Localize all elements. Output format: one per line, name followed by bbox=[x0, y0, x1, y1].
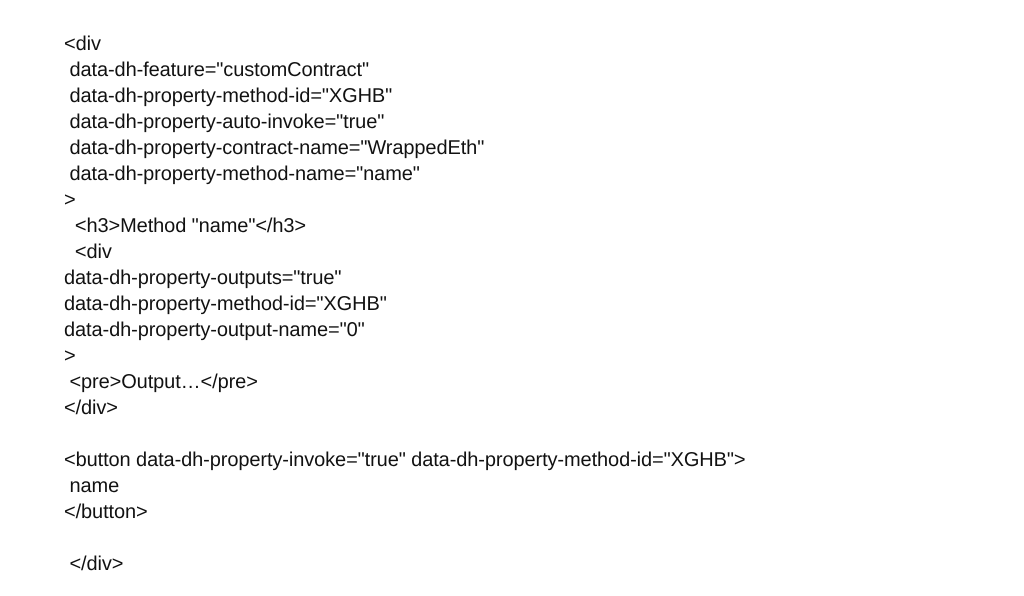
code-line: </div> bbox=[64, 397, 118, 419]
code-line-blank bbox=[64, 525, 1004, 551]
code-line: <button data-dh-property-invoke="true" d… bbox=[64, 449, 746, 471]
code-line: data-dh-property-method-id="XGHB" bbox=[64, 85, 393, 107]
code-line: > bbox=[64, 189, 76, 211]
code-line: data-dh-property-method-name="name" bbox=[64, 163, 420, 185]
code-line: <pre>Output…</pre> bbox=[64, 371, 258, 393]
code-snippet-block: <div data-dh-feature="customContract" da… bbox=[64, 31, 1004, 577]
code-line: data-dh-property-auto-invoke="true" bbox=[64, 111, 385, 133]
code-line: </div> bbox=[64, 553, 124, 575]
code-line: > bbox=[64, 345, 76, 367]
code-line: data-dh-property-method-id="XGHB" bbox=[64, 293, 387, 315]
code-line: data-dh-property-outputs="true" bbox=[64, 267, 342, 289]
code-line: data-dh-feature="customContract" bbox=[64, 59, 369, 81]
code-line: </button> bbox=[64, 501, 148, 523]
code-line: data-dh-property-contract-name="WrappedE… bbox=[64, 137, 485, 159]
code-line: <h3>Method "name"</h3> bbox=[64, 215, 306, 237]
code-line: name bbox=[64, 475, 120, 497]
code-line: <div bbox=[64, 33, 101, 55]
code-line: <div bbox=[64, 241, 112, 263]
code-line-blank bbox=[64, 421, 1004, 447]
code-line: data-dh-property-output-name="0" bbox=[64, 319, 365, 341]
